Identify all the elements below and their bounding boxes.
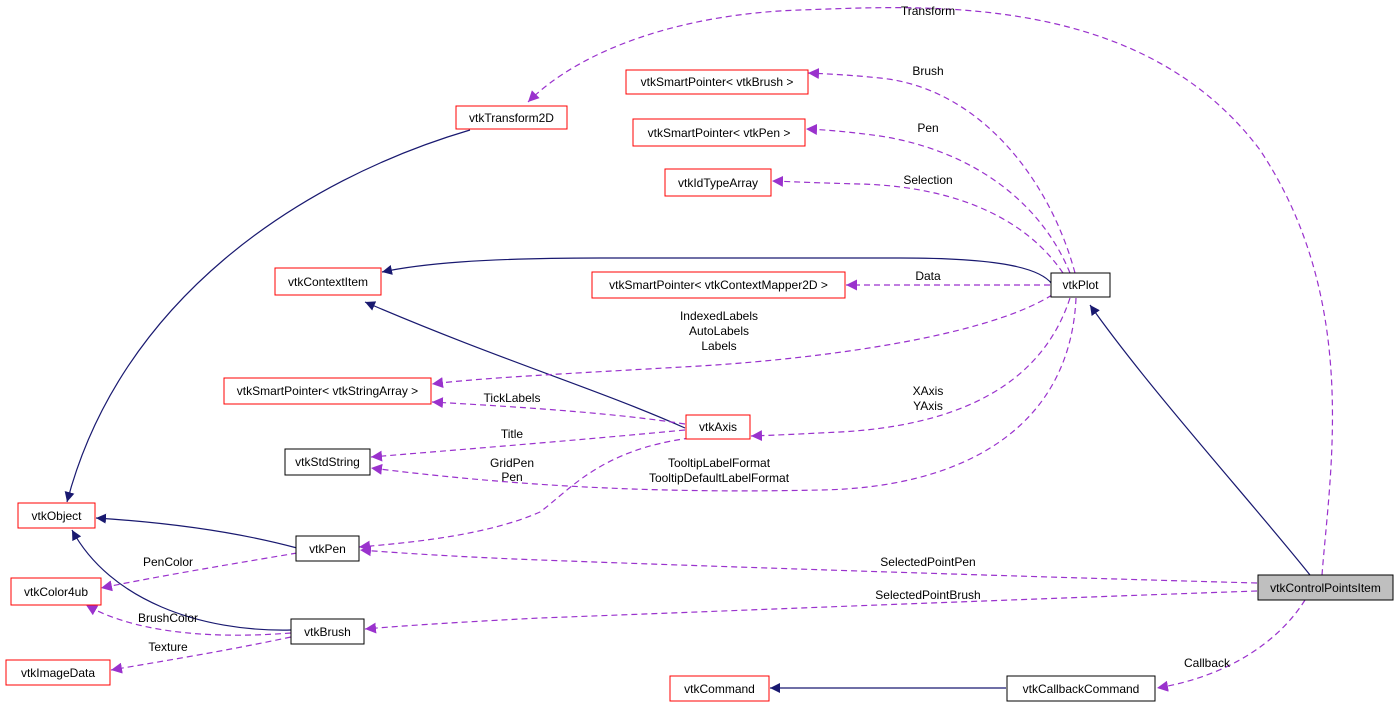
label-pen: Pen (917, 121, 938, 135)
label-tooltip-label-format: TooltipLabelFormat (668, 456, 771, 470)
node-vtkAxis[interactable]: vtkAxis (685, 414, 751, 440)
node-vtkStdString[interactable]: vtkStdString (284, 448, 371, 476)
node-label: vtkSmartPointer< vtkStringArray > (237, 384, 418, 398)
node-label: vtkPlot (1062, 278, 1099, 292)
node-vtkObject[interactable]: vtkObject (17, 502, 96, 529)
label-pen-color: PenColor (143, 555, 193, 569)
node-label: vtkSmartPointer< vtkBrush > (641, 75, 794, 89)
node-smartpointer-stringarray[interactable]: vtkSmartPointer< vtkStringArray > (223, 377, 432, 405)
inheritance-edges (64, 129, 1311, 693)
edge-selected-point-brush (364, 590, 1258, 634)
node-label: vtkObject (31, 509, 82, 523)
label-selected-point-pen: SelectedPointPen (880, 555, 975, 569)
node-label: vtkCommand (684, 682, 755, 696)
usage-edges (85, 7, 1334, 692)
node-vtkBrush[interactable]: vtkBrush (290, 618, 365, 645)
label-labels: Labels (701, 339, 736, 353)
label-callback: Callback (1184, 656, 1231, 670)
node-label: vtkTransform2D (469, 111, 554, 125)
node-label: vtkSmartPointer< vtkContextMapper2D > (609, 278, 828, 292)
label-grid-pen: GridPen (490, 456, 534, 470)
node-label: vtkAxis (699, 420, 737, 434)
edge-controlpoints-to-plot (1089, 304, 1311, 576)
label-tick-labels: TickLabels (484, 391, 541, 405)
edge-pen-color (100, 552, 298, 592)
label-brush-color: BrushColor (138, 611, 198, 625)
node-vtkCallbackCommand[interactable]: vtkCallbackCommand (1006, 675, 1156, 702)
edge-axes (750, 297, 1071, 442)
node-label: vtkBrush (304, 625, 351, 639)
label-selected-point-brush: SelectedPointBrush (875, 588, 980, 602)
node-vtkContextItem[interactable]: vtkContextItem (274, 267, 382, 296)
node-label: vtkColor4ub (24, 585, 88, 599)
label-indexed-labels: IndexedLabels (680, 309, 758, 323)
edge-texture (110, 636, 292, 674)
edge-tooltip-format (370, 297, 1077, 492)
node-label: vtkSmartPointer< vtkPen > (648, 126, 791, 140)
node-smartpointer-brush[interactable]: vtkSmartPointer< vtkBrush > (625, 69, 809, 95)
node-vtkPen[interactable]: vtkPen (295, 535, 360, 562)
edge-pen-to-object (95, 513, 298, 549)
label-pen-axis: Pen (501, 470, 522, 484)
node-label: vtkPen (309, 542, 346, 556)
label-brush: Brush (912, 64, 943, 78)
label-tooltip-default-label-format: TooltipDefaultLabelFormat (649, 471, 790, 485)
node-label: vtkControlPointsItem (1270, 581, 1381, 595)
label-data: Data (915, 269, 941, 283)
edge-selection (771, 175, 1064, 274)
node-vtkPlot[interactable]: vtkPlot (1050, 272, 1111, 298)
label-xaxis: XAxis (913, 384, 944, 398)
node-vtkCommand[interactable]: vtkCommand (669, 675, 770, 702)
node-label: vtkStdString (295, 455, 360, 469)
label-auto-labels: AutoLabels (689, 324, 749, 338)
label-yaxis: YAxis (913, 399, 943, 413)
node-vtkImageData[interactable]: vtkImageData (5, 659, 111, 686)
edge-callback (1156, 599, 1306, 692)
label-title: Title (501, 427, 524, 441)
label-selection: Selection (903, 173, 952, 187)
node-vtkTransform2D[interactable]: vtkTransform2D (455, 105, 568, 130)
node-label: vtkImageData (21, 666, 95, 680)
edge-labels (431, 294, 1053, 389)
edge-brush (807, 68, 1076, 274)
edge-brush-color (85, 604, 292, 636)
edge-title (370, 429, 686, 462)
edge-pen (805, 123, 1071, 274)
node-vtkColor4ub[interactable]: vtkColor4ub (10, 577, 102, 606)
node-smartpointer-pen[interactable]: vtkSmartPointer< vtkPen > (632, 118, 806, 147)
nodes: vtkTransform2D vtkSmartPointer< vtkBrush… (5, 69, 1394, 702)
node-label: vtkIdTypeArray (678, 176, 758, 190)
edge-labels: Transform Brush Pen Selection Data Index… (138, 4, 1231, 670)
node-smartpointer-contextmapper2d[interactable]: vtkSmartPointer< vtkContextMapper2D > (591, 271, 846, 299)
node-label: vtkContextItem (288, 275, 368, 289)
node-vtkIdTypeArray[interactable]: vtkIdTypeArray (664, 168, 772, 197)
node-label: vtkCallbackCommand (1023, 682, 1140, 696)
edge-tick-labels (431, 397, 686, 425)
label-transform: Transform (901, 4, 955, 18)
edge-brush-to-object (71, 529, 292, 631)
edge-axis-to-contextitem (364, 301, 686, 429)
label-texture: Texture (148, 640, 188, 654)
edge-plot-to-contextitem (381, 257, 1053, 285)
node-vtkControlPointsItem[interactable]: vtkControlPointsItem (1257, 574, 1394, 601)
edge-transform2d-to-object (64, 129, 471, 503)
edge-gridpen-pen (358, 437, 691, 552)
edge-selected-point-pen (359, 545, 1258, 584)
